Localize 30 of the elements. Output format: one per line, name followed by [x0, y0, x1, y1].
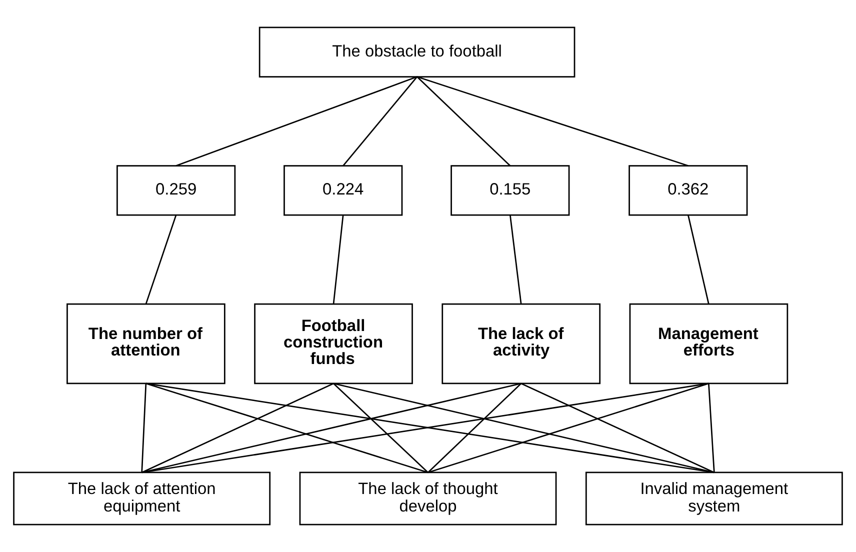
node-box: The obstacle to football [258, 26, 576, 78]
connector [176, 76, 418, 166]
connector [688, 214, 710, 304]
connector [416, 76, 688, 166]
node-box: The lack of thought develop [299, 472, 557, 526]
connector [342, 76, 418, 166]
connector [145, 214, 177, 304]
connector [332, 215, 344, 304]
node-box: Invalid management system [585, 472, 843, 526]
node-box: 0.224 [284, 165, 403, 216]
node-box: The number of attention [66, 303, 226, 384]
connector [333, 382, 714, 474]
connector [708, 383, 715, 473]
connector [428, 383, 522, 473]
connector [509, 214, 522, 304]
node-box: The lack of attention equipment [13, 472, 271, 526]
node-box: 0.155 [450, 165, 570, 216]
node-box: Football construction funds [254, 303, 413, 384]
connector [428, 382, 709, 474]
node-box: 0.259 [116, 165, 236, 216]
connector [146, 382, 428, 474]
node-box: The lack of activity [442, 303, 601, 384]
connector [520, 382, 714, 474]
connector [142, 382, 522, 474]
node-box: 0.362 [628, 165, 748, 216]
connector [416, 76, 511, 166]
connector [333, 383, 428, 473]
connector [141, 383, 147, 473]
connector [142, 382, 334, 474]
node-box: Management efforts [629, 303, 788, 384]
